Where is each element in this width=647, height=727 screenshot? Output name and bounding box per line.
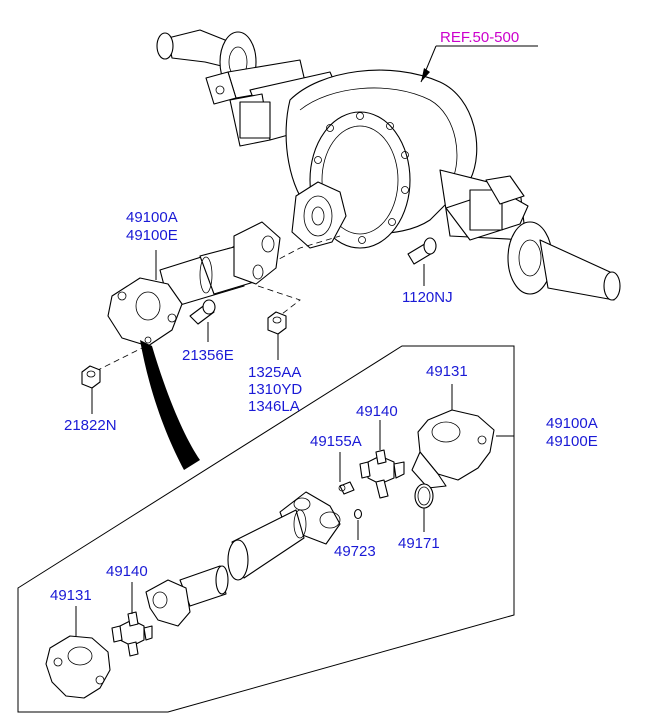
label-1325aa[interactable]: 1325AA (248, 364, 301, 381)
nut-21822n[interactable] (81, 365, 101, 414)
yoke-49131-bottom[interactable] (45, 606, 111, 699)
label-49140-top[interactable]: 49140 (356, 403, 398, 420)
ref-50-500-link[interactable]: REF.50-500 (440, 29, 519, 46)
spider-49140-bottom[interactable] (111, 582, 153, 657)
grease-fitting-49155a[interactable] (338, 452, 355, 495)
bolt-1120nj[interactable] (407, 237, 437, 286)
label-21356e[interactable]: 21356E (182, 347, 234, 364)
label-1346la[interactable]: 1346LA (248, 398, 300, 415)
label-1120nj[interactable]: 1120NJ (402, 289, 453, 306)
label-21822n[interactable]: 21822N (64, 417, 117, 434)
detail-pointer (140, 340, 200, 470)
label-49171[interactable]: 49171 (398, 535, 440, 552)
label-49723[interactable]: 49723 (334, 543, 376, 560)
detail-frame (17, 345, 515, 713)
label-49155a[interactable]: 49155A (310, 433, 362, 450)
spider-49140-top[interactable] (359, 420, 405, 499)
label-49131-bottom[interactable]: 49131 (50, 587, 92, 604)
label-detail-49100a[interactable]: 49100A (546, 415, 598, 432)
label-detail-49100e[interactable]: 49100E (546, 433, 598, 450)
label-49100a[interactable]: 49100A (126, 209, 178, 226)
label-49140-bottom[interactable]: 49140 (106, 563, 148, 580)
sleeve-tube[interactable] (227, 509, 307, 581)
label-49100e[interactable]: 49100E (126, 227, 178, 244)
label-49131-top[interactable]: 49131 (426, 363, 468, 380)
nut-1325aa[interactable] (267, 311, 287, 360)
seal-49723[interactable] (353, 508, 363, 541)
drive-shaft-assy[interactable] (93, 221, 341, 373)
bolt-21356e[interactable] (189, 299, 216, 342)
yoke-49131-top[interactable] (411, 384, 495, 489)
shaft-tube-yoke[interactable] (145, 565, 229, 627)
label-1310yd[interactable]: 1310YD (248, 381, 302, 398)
axle-housing[interactable] (156, 29, 621, 301)
snap-ring-49171[interactable] (414, 483, 434, 532)
